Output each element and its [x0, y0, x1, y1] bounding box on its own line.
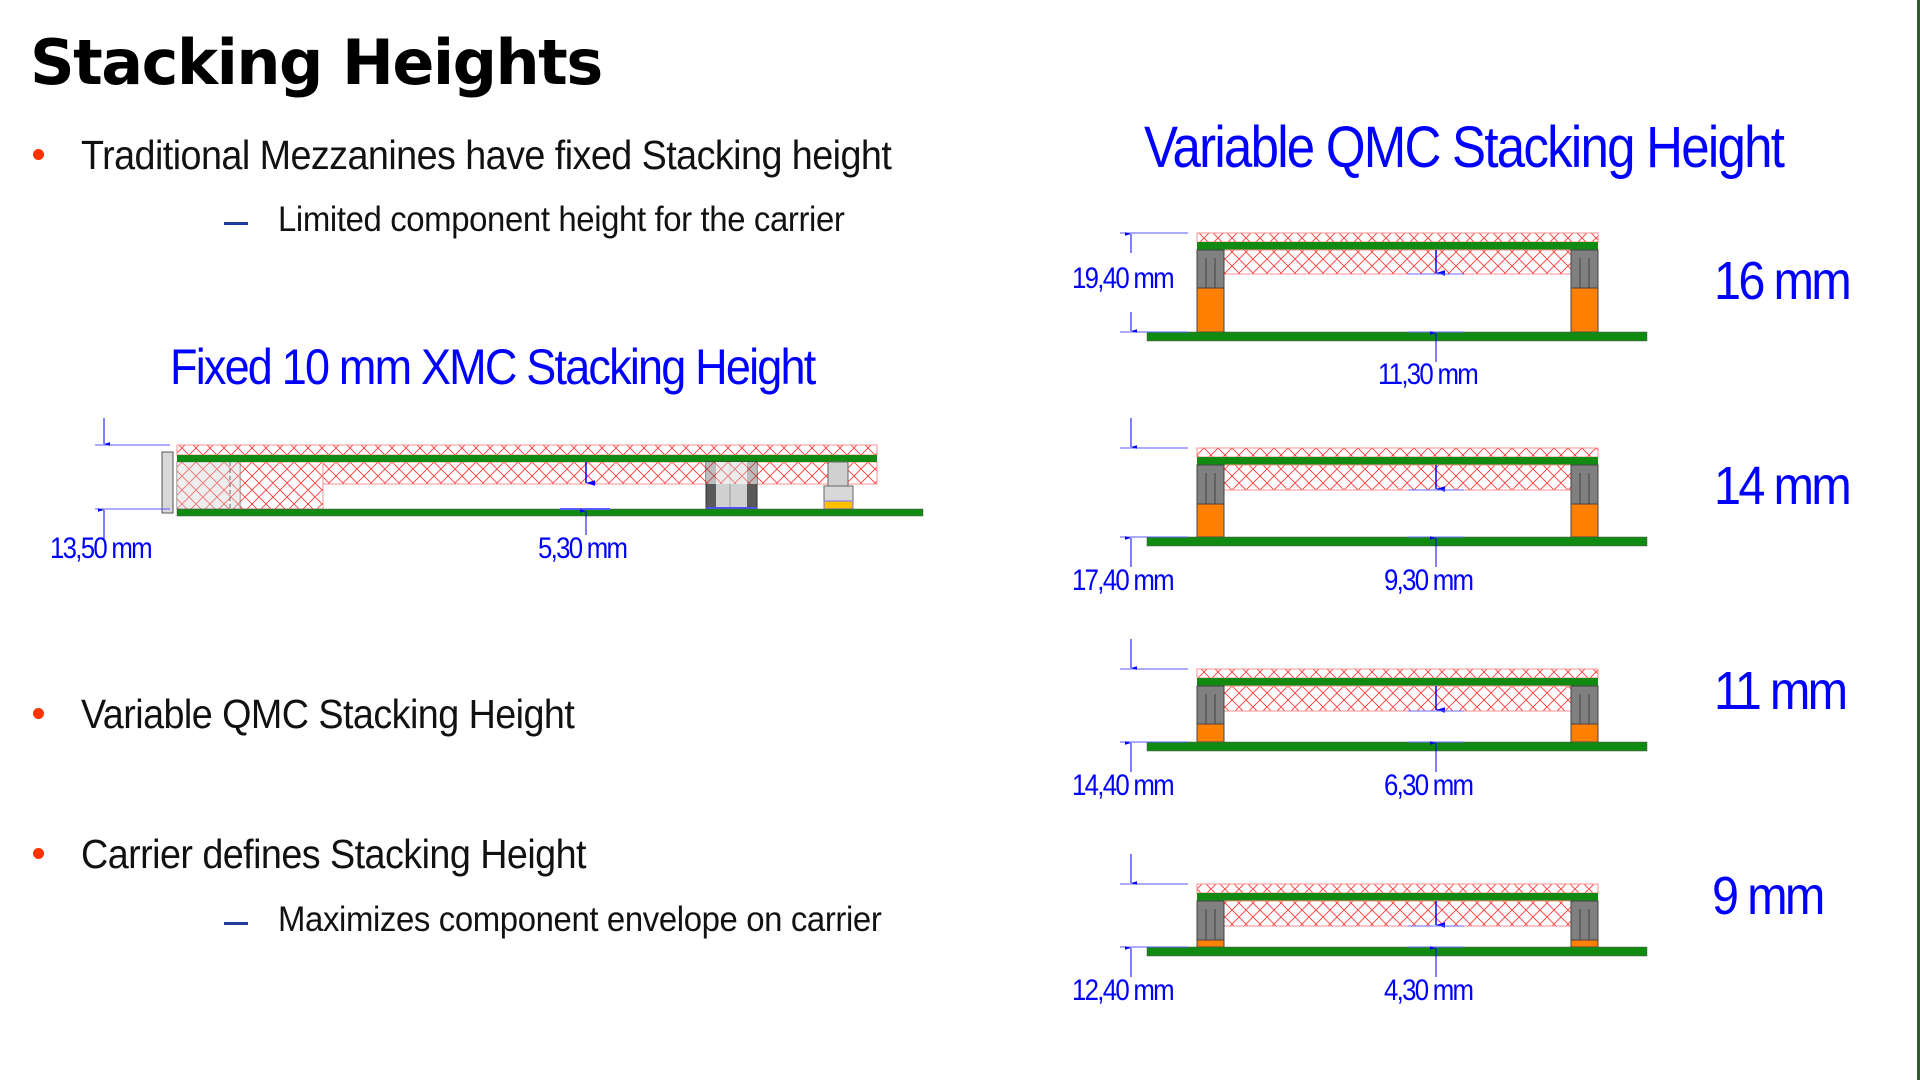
qmc-connector [1570, 249, 1599, 289]
bullet-variable-qmc: Variable QMC Stacking Height [33, 691, 733, 742]
dash-icon [224, 222, 248, 225]
carrier-pcb [1146, 536, 1648, 547]
qmc-14-overall-height-label: 17,40 mm [1072, 564, 1175, 597]
variable-qmc-diagrams [1120, 232, 1648, 977]
qmc-connector [1196, 249, 1225, 289]
mezzanine-pcb [1197, 893, 1598, 901]
spacer [1196, 287, 1225, 333]
bullet-carrier-defines: Carrier defines Stacking Height [33, 831, 733, 882]
mezzanine-pcb [1197, 457, 1598, 465]
spacer [1570, 723, 1599, 743]
qmc-9-stacking-height: 9 mm [1712, 866, 1825, 926]
bullet-text: Variable QMC Stacking Height [81, 691, 575, 737]
bottom-component-envelope [1223, 249, 1572, 275]
slide-title: Stacking Heights [30, 26, 603, 99]
sub-bullet-text: Maximizes component envelope on carrier [278, 900, 882, 939]
bullet-text: Traditional Mezzanines have fixed Stacki… [81, 132, 892, 178]
qmc-stack-9mm [1120, 854, 1648, 977]
qmc-14-clearance-label: 9,30 mm [1384, 564, 1474, 597]
mezzanine-pcb [1197, 678, 1598, 686]
qmc-16-stacking-height: 16 mm [1714, 251, 1852, 311]
bottom-component-envelope [322, 461, 878, 485]
bottom-component-envelope [1223, 464, 1572, 491]
qmc-connector [1196, 900, 1225, 941]
fixed-overall-height-label: 13,50 mm [50, 532, 153, 565]
bullet-traditional-mezzanines: Traditional Mezzanines have fixed Stacki… [33, 132, 1093, 183]
bullet-dot-icon [33, 708, 44, 719]
carrier-pcb [1146, 946, 1648, 957]
top-component-envelope [1196, 447, 1599, 458]
top-component-envelope [1196, 668, 1599, 679]
carrier-pcb [1146, 331, 1648, 342]
bullet-dot-icon [33, 149, 44, 160]
qmc-9-clearance-label: 4,30 mm [1384, 974, 1474, 1007]
slide-right-border [1917, 0, 1920, 1080]
bottom-component-envelope [1223, 900, 1572, 927]
small-component [827, 461, 849, 487]
qmc-connector [1570, 685, 1599, 725]
qmc-stack-11mm [1120, 639, 1648, 772]
mezzanine-pcb [1197, 242, 1598, 250]
qmc-stack-16mm [1120, 232, 1648, 362]
spacer [1570, 503, 1599, 538]
top-component-envelope [1196, 232, 1599, 243]
carrier-pcb [176, 508, 924, 517]
qmc-connector [1570, 900, 1599, 941]
fixed-diagram-title: Fixed 10 mm XMC Stacking Height [170, 339, 816, 395]
qmc-14-stacking-height: 14 mm [1714, 456, 1852, 516]
spacer [1570, 287, 1599, 333]
qmc-connector [1196, 464, 1225, 505]
spacer [1196, 503, 1225, 538]
component-gold [823, 500, 854, 510]
qmc-11-clearance-label: 6,30 mm [1384, 769, 1474, 802]
qmc-16-clearance-label: 11,30 mm [1378, 358, 1479, 391]
qmc-16-overall-height-label: 19,40 mm [1072, 262, 1175, 295]
sub-bullet-limited-height: Limited component height for the carrier [224, 200, 1024, 244]
bottom-component-envelope [1223, 685, 1572, 712]
fixed-xmc-diagram [95, 418, 924, 540]
fixed-clearance-label: 5,30 mm [538, 532, 628, 565]
carrier-pcb [1146, 741, 1648, 752]
qmc-connector [1196, 685, 1225, 725]
bullet-dot-icon [33, 848, 44, 859]
qmc-9-overall-height-label: 12,40 mm [1072, 974, 1175, 1007]
spacer [1196, 939, 1225, 948]
mezzanine-pcb [177, 455, 877, 462]
top-component-envelope [1196, 883, 1599, 894]
qmc-stack-14mm [1120, 418, 1648, 567]
qmc-11-overall-height-label: 14,40 mm [1072, 769, 1175, 802]
qmc-connector [1570, 464, 1599, 505]
variable-diagram-title: Variable QMC Stacking Height [1144, 115, 1785, 180]
spacer [1196, 723, 1225, 743]
bezel [161, 451, 174, 514]
qmc-11-stacking-height: 11 mm [1714, 661, 1848, 721]
dash-icon [224, 922, 248, 925]
top-component-envelope [176, 444, 878, 456]
spacer [1570, 939, 1599, 948]
sub-bullet-maximizes-envelope: Maximizes component envelope on carrier [224, 900, 1044, 944]
bullet-text: Carrier defines Stacking Height [81, 831, 586, 877]
sub-bullet-text: Limited component height for the carrier [278, 200, 845, 239]
